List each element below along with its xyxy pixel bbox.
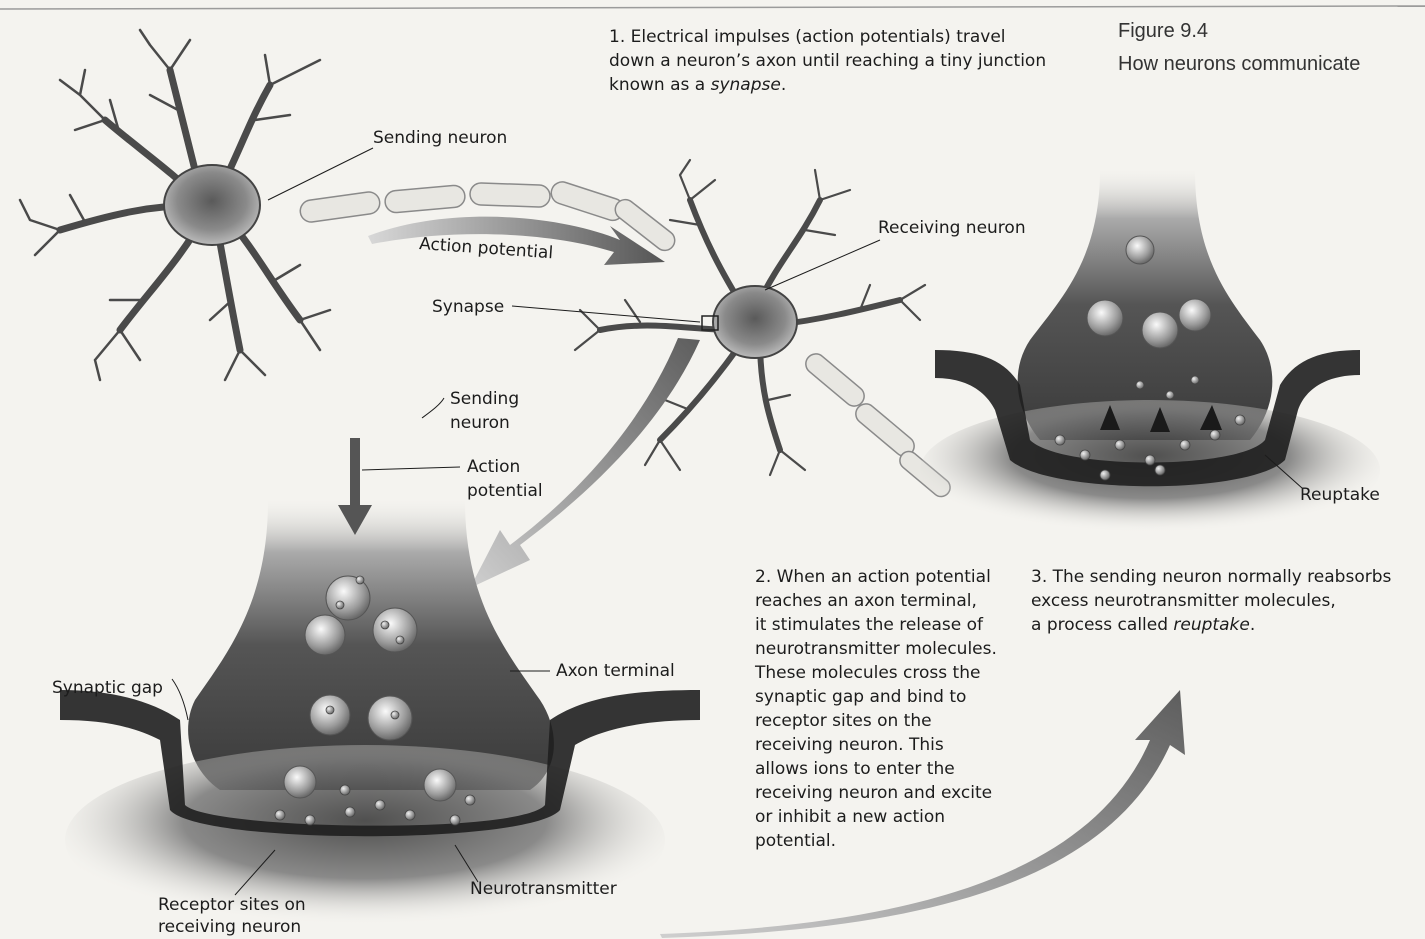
- caption-step-1-text: known as a: [609, 75, 711, 95]
- caption-step-2-line: allows ions to enter the: [755, 757, 997, 781]
- caption-step-2-line: These molecules cross the: [755, 661, 997, 685]
- caption-step-3-italic: reuptake: [1173, 615, 1249, 635]
- caption-step-2-line: reaches an axon terminal,: [755, 589, 997, 613]
- caption-step-3-line: a process called reuptake.: [1031, 613, 1391, 637]
- caption-step-1-line: known as a synapse.: [609, 73, 1046, 97]
- sending-neuron-cell: [20, 30, 330, 380]
- caption-step-1-italic: synapse: [711, 75, 781, 95]
- caption-step-1: 1. Electrical impulses (action potential…: [609, 25, 1046, 97]
- label-neurotransmitter: Neurotransmitter: [470, 877, 617, 901]
- label-axon-terminal: Axon terminal: [556, 659, 675, 683]
- label-receiving-neuron: Receiving neuron: [878, 216, 1026, 240]
- caption-step-1-end: .: [781, 75, 786, 95]
- caption-step-2-line: neurotransmitter molecules.: [755, 637, 997, 661]
- caption-step-2-line: synaptic gap and bind to: [755, 685, 997, 709]
- caption-step-3-line: excess neurotransmitter molecules,: [1031, 589, 1391, 613]
- caption-step-3-line: 3. The sending neuron normally reabsorbs: [1031, 565, 1391, 589]
- label-action-potential-mid-2: potential: [467, 479, 543, 503]
- label-receptor-sites-2: receiving neuron: [158, 915, 301, 939]
- label-sending-neuron-top: Sending neuron: [373, 126, 507, 150]
- caption-step-2-line: 2. When an action potential: [755, 565, 997, 589]
- label-reuptake: Reuptake: [1300, 483, 1380, 507]
- caption-step-2-line: receptor sites on the: [755, 709, 997, 733]
- label-synapse: Synapse: [432, 295, 504, 319]
- label-synaptic-gap: Synaptic gap: [52, 676, 163, 700]
- figure-title: How neurons communicate: [1118, 53, 1360, 76]
- caption-step-3-end: .: [1250, 615, 1255, 635]
- caption-step-2-line: it stimulates the release of: [755, 613, 997, 637]
- top-rule: [0, 6, 1425, 9]
- figure-number: Figure 9.4: [1118, 20, 1208, 43]
- caption-step-3: 3. The sending neuron normally reabsorbs…: [1031, 565, 1391, 637]
- caption-step-3-text: a process called: [1031, 615, 1173, 635]
- caption-step-2-line: receiving neuron. This: [755, 733, 997, 757]
- label-action-potential-mid-1: Action: [467, 455, 520, 479]
- caption-step-1-line: down a neuron’s axon until reaching a ti…: [609, 49, 1046, 73]
- label-receptor-sites-1: Receptor sites on: [158, 893, 306, 917]
- caption-step-2: 2. When an action potential reaches an a…: [755, 565, 997, 853]
- caption-step-2-line: potential.: [755, 829, 997, 853]
- label-sending-neuron-mid-2: neuron: [450, 411, 510, 435]
- label-sending-neuron-mid-1: Sending: [450, 387, 519, 411]
- caption-step-2-line: receiving neuron and excite: [755, 781, 997, 805]
- caption-step-2-line: or inhibit a new action: [755, 805, 997, 829]
- axon-terminal-lower: [60, 500, 700, 935]
- caption-step-1-line: 1. Electrical impulses (action potential…: [609, 25, 1046, 49]
